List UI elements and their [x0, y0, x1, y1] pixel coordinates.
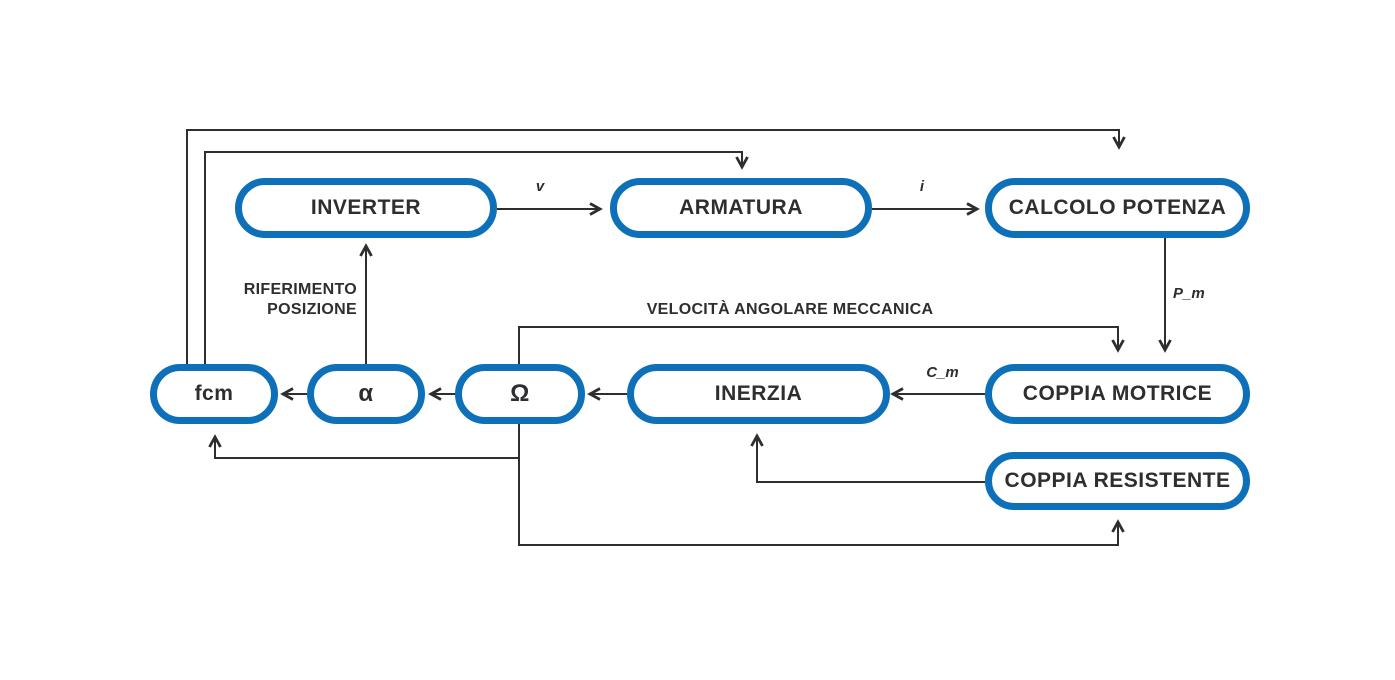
edge-omega-to-coppia-motrice [518, 326, 1125, 364]
edge-omega-to-fcm [208, 424, 520, 459]
signal-label-p-m: P_m [1173, 285, 1205, 302]
node-omega: Ω [455, 364, 585, 424]
signal-label-i: i [919, 178, 925, 195]
node-armatura: ARMATURA [610, 178, 872, 238]
edge-omega-to-coppia-resistente [518, 458, 1125, 546]
edge-coppia-resistente-to-inerzia [750, 433, 985, 483]
node-calcolo-potenza: CALCOLO POTENZA [985, 178, 1250, 238]
node-fcm: fcm [150, 364, 278, 424]
signal-label-v: v [535, 178, 545, 195]
node-inerzia: INERZIA [627, 364, 890, 424]
node-alpha: α [307, 364, 425, 424]
node-coppia-resistente: COPPIA RESISTENTE [985, 452, 1250, 510]
node-inverter: INVERTER [235, 178, 497, 238]
label-riferimento-posizione: RIFERIMENTO POSIZIONE [243, 281, 357, 318]
edge-fcm-to-armatura [204, 151, 749, 364]
label-velocita-angolare-meccanica: VELOCITÀ ANGOLARE MECCANICA [646, 301, 934, 318]
node-coppia-motrice: COPPIA MOTRICE [985, 364, 1250, 424]
signal-label-c-m: C_m [926, 364, 959, 381]
edge-fcm-to-calcolo-potenza [186, 129, 1126, 364]
